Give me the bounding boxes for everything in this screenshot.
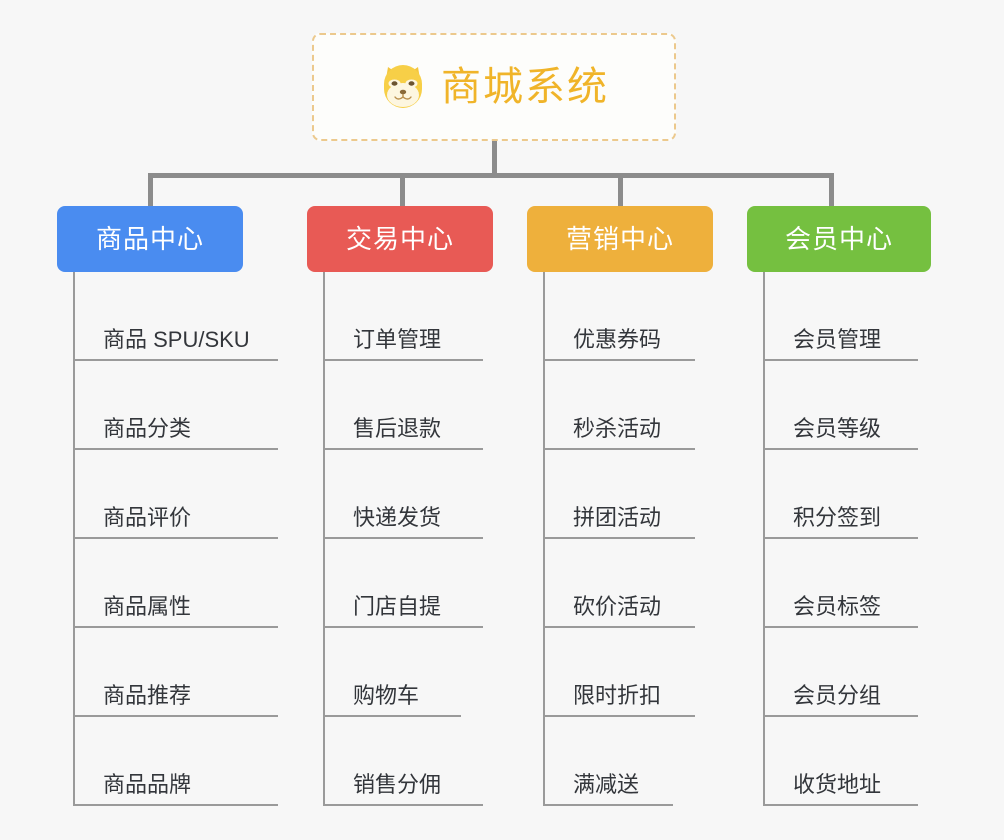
leaf-item[interactable]: 销售分佣: [323, 717, 483, 806]
leaf-item-label: 商品推荐: [103, 683, 192, 708]
leaf-item[interactable]: 门店自提: [323, 539, 483, 628]
leaf-item-label: 满减送: [573, 772, 640, 797]
leaf-item[interactable]: 积分签到: [763, 450, 918, 539]
leaf-item[interactable]: 满减送: [543, 717, 673, 806]
leaf-item-label: 商品品牌: [103, 772, 192, 797]
leaf-item[interactable]: 秒杀活动: [543, 361, 695, 450]
category-label: 商品中心: [95, 224, 204, 254]
leaf-item[interactable]: 商品推荐: [73, 628, 278, 717]
leaf-item-label: 会员管理: [793, 327, 882, 352]
leaf-item[interactable]: 会员等级: [763, 361, 918, 450]
leaf-item-label: 会员分组: [793, 683, 882, 708]
connector-drop-2: [400, 173, 405, 206]
leaf-item[interactable]: 售后退款: [323, 361, 483, 450]
leaf-item[interactable]: 会员管理: [763, 272, 918, 361]
root-node[interactable]: 商城系统: [312, 33, 676, 141]
leaf-item[interactable]: 会员标签: [763, 539, 918, 628]
leaf-item[interactable]: 拼团活动: [543, 450, 695, 539]
column-rail: [73, 272, 75, 806]
leaf-item-label: 购物车: [353, 683, 420, 708]
leaf-item-label: 积分签到: [793, 505, 882, 530]
leaf-item-label: 销售分佣: [353, 772, 442, 797]
shiba-dog-face-icon: [379, 63, 427, 111]
leaf-item-label: 会员标签: [793, 594, 882, 619]
leaf-item-label: 门店自提: [353, 594, 442, 619]
leaf-item-label: 砍价活动: [573, 594, 662, 619]
connector-root-vertical: [492, 141, 497, 176]
leaf-item-label: 限时折扣: [573, 683, 662, 708]
leaf-item-label: 商品评价: [103, 505, 192, 530]
leaf-item-label: 商品分类: [103, 416, 192, 441]
category-box-marketing-center[interactable]: 营销中心: [527, 206, 713, 272]
leaf-item-label: 售后退款: [353, 416, 442, 441]
category-box-product-center[interactable]: 商品中心: [57, 206, 243, 272]
leaf-item-label: 商品属性: [103, 594, 192, 619]
leaf-item[interactable]: 限时折扣: [543, 628, 695, 717]
leaf-item[interactable]: 商品分类: [73, 361, 278, 450]
leaf-item[interactable]: 商品品牌: [73, 717, 278, 806]
column-rail: [323, 272, 325, 806]
root-title: 商城系统: [441, 65, 609, 109]
category-label: 营销中心: [565, 224, 674, 254]
connector-drop-1: [148, 173, 153, 206]
leaf-item-label: 秒杀活动: [573, 416, 662, 441]
leaf-item-label: 拼团活动: [573, 505, 662, 530]
category-label: 会员中心: [784, 224, 893, 254]
category-box-member-center[interactable]: 会员中心: [747, 206, 931, 272]
column-rail: [543, 272, 545, 806]
leaf-item[interactable]: 会员分组: [763, 628, 918, 717]
category-label: 交易中心: [345, 224, 454, 254]
leaf-item[interactable]: 商品评价: [73, 450, 278, 539]
leaf-item-label: 优惠券码: [573, 327, 662, 352]
leaf-item[interactable]: 购物车: [323, 628, 461, 717]
leaf-item[interactable]: 收货地址: [763, 717, 918, 806]
leaf-item-label: 快递发货: [353, 505, 442, 530]
category-box-trade-center[interactable]: 交易中心: [307, 206, 493, 272]
connector-drop-3: [618, 173, 623, 206]
leaf-item-label: 订单管理: [353, 327, 442, 352]
leaf-item-label: 收货地址: [793, 772, 882, 797]
column-rail: [763, 272, 765, 806]
leaf-item[interactable]: 订单管理: [323, 272, 483, 361]
leaf-item-label: 商品 SPU/SKU: [103, 327, 250, 352]
leaf-item[interactable]: 砍价活动: [543, 539, 695, 628]
connector-drop-4: [829, 173, 834, 206]
leaf-item[interactable]: 快递发货: [323, 450, 483, 539]
leaf-item-label: 会员等级: [793, 416, 882, 441]
connector-horizontal-bus: [148, 173, 834, 178]
leaf-item[interactable]: 商品 SPU/SKU: [73, 272, 278, 361]
root-node-content: 商城系统: [379, 63, 609, 111]
leaf-item[interactable]: 优惠券码: [543, 272, 695, 361]
leaf-item[interactable]: 商品属性: [73, 539, 278, 628]
